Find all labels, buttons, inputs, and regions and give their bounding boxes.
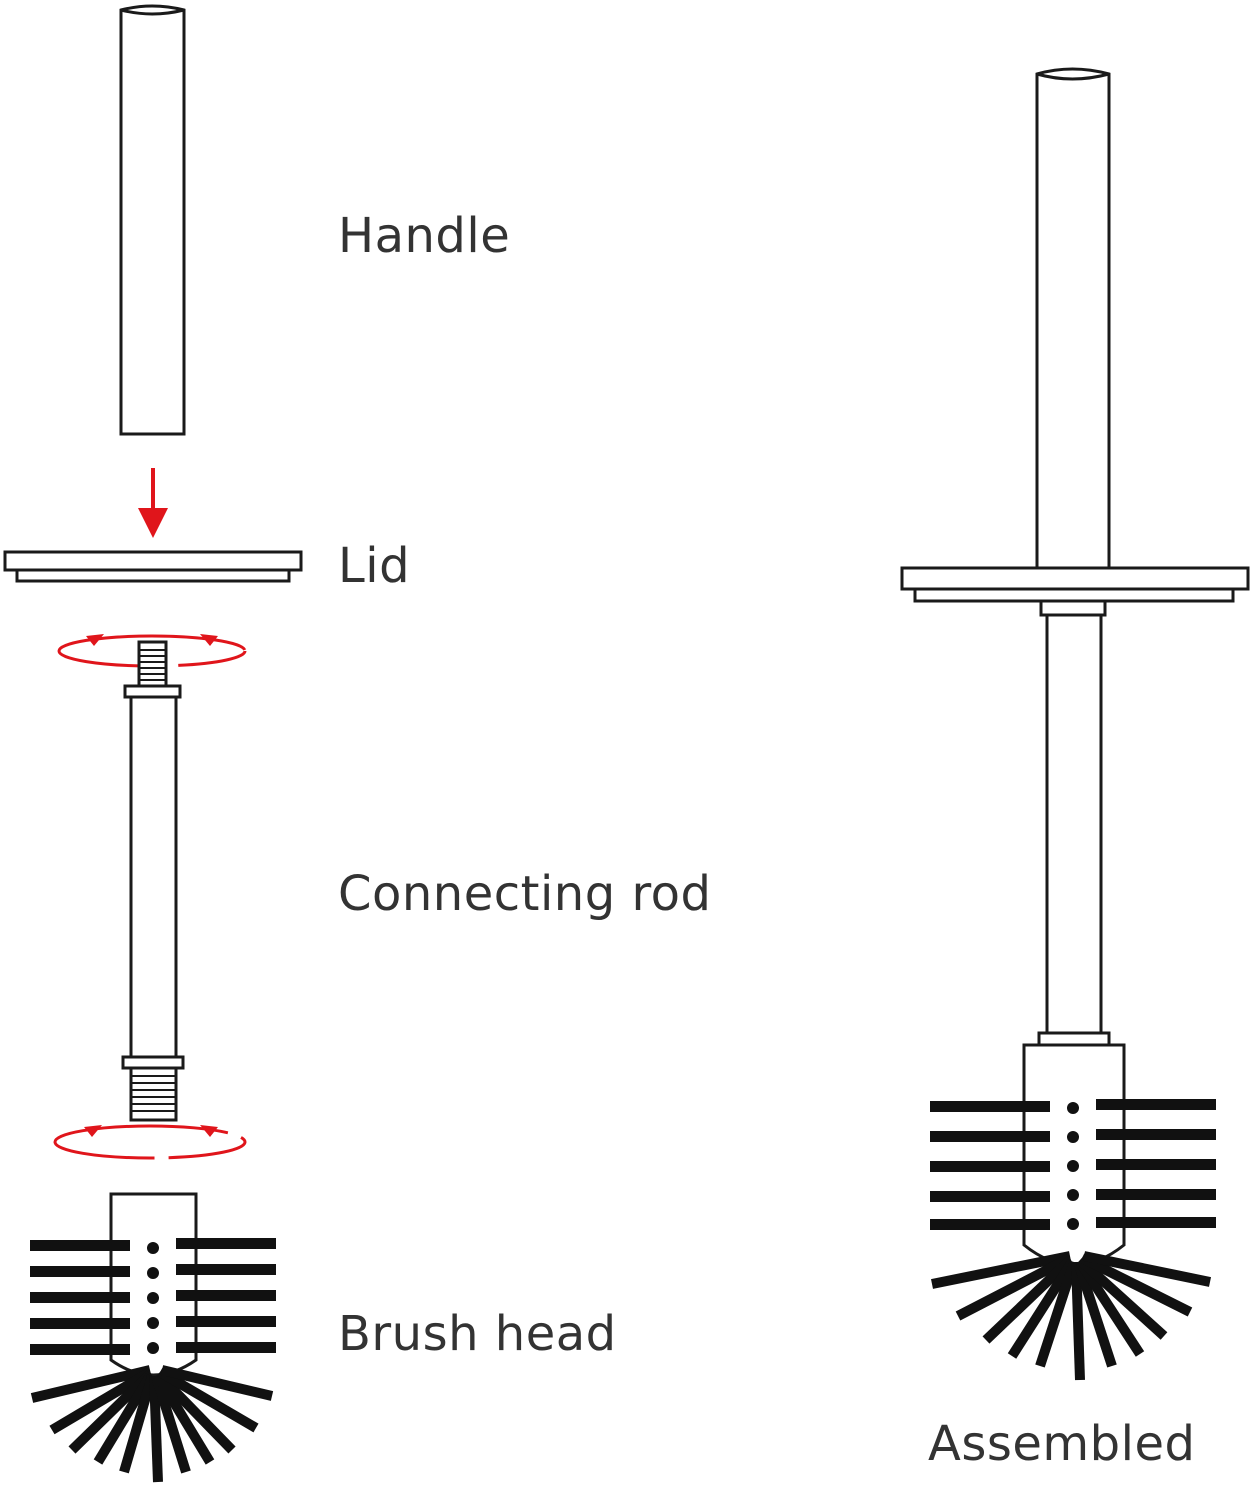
insert-arrow-icon <box>138 468 168 538</box>
lid-part <box>3 550 303 583</box>
handle-label: Handle <box>338 208 511 264</box>
handle-part <box>119 4 186 436</box>
brush-head-part <box>30 1192 276 1483</box>
connecting-rod-label: Connecting rod <box>338 866 712 922</box>
assembled-label: Assembled <box>928 1416 1196 1472</box>
connecting-rod-part <box>121 640 185 1122</box>
assembled-brush <box>900 67 1250 1381</box>
twist-arrow-bottom-icon <box>53 1124 247 1160</box>
brush-head-label: Brush head <box>338 1306 617 1362</box>
lid-label: Lid <box>338 538 411 594</box>
